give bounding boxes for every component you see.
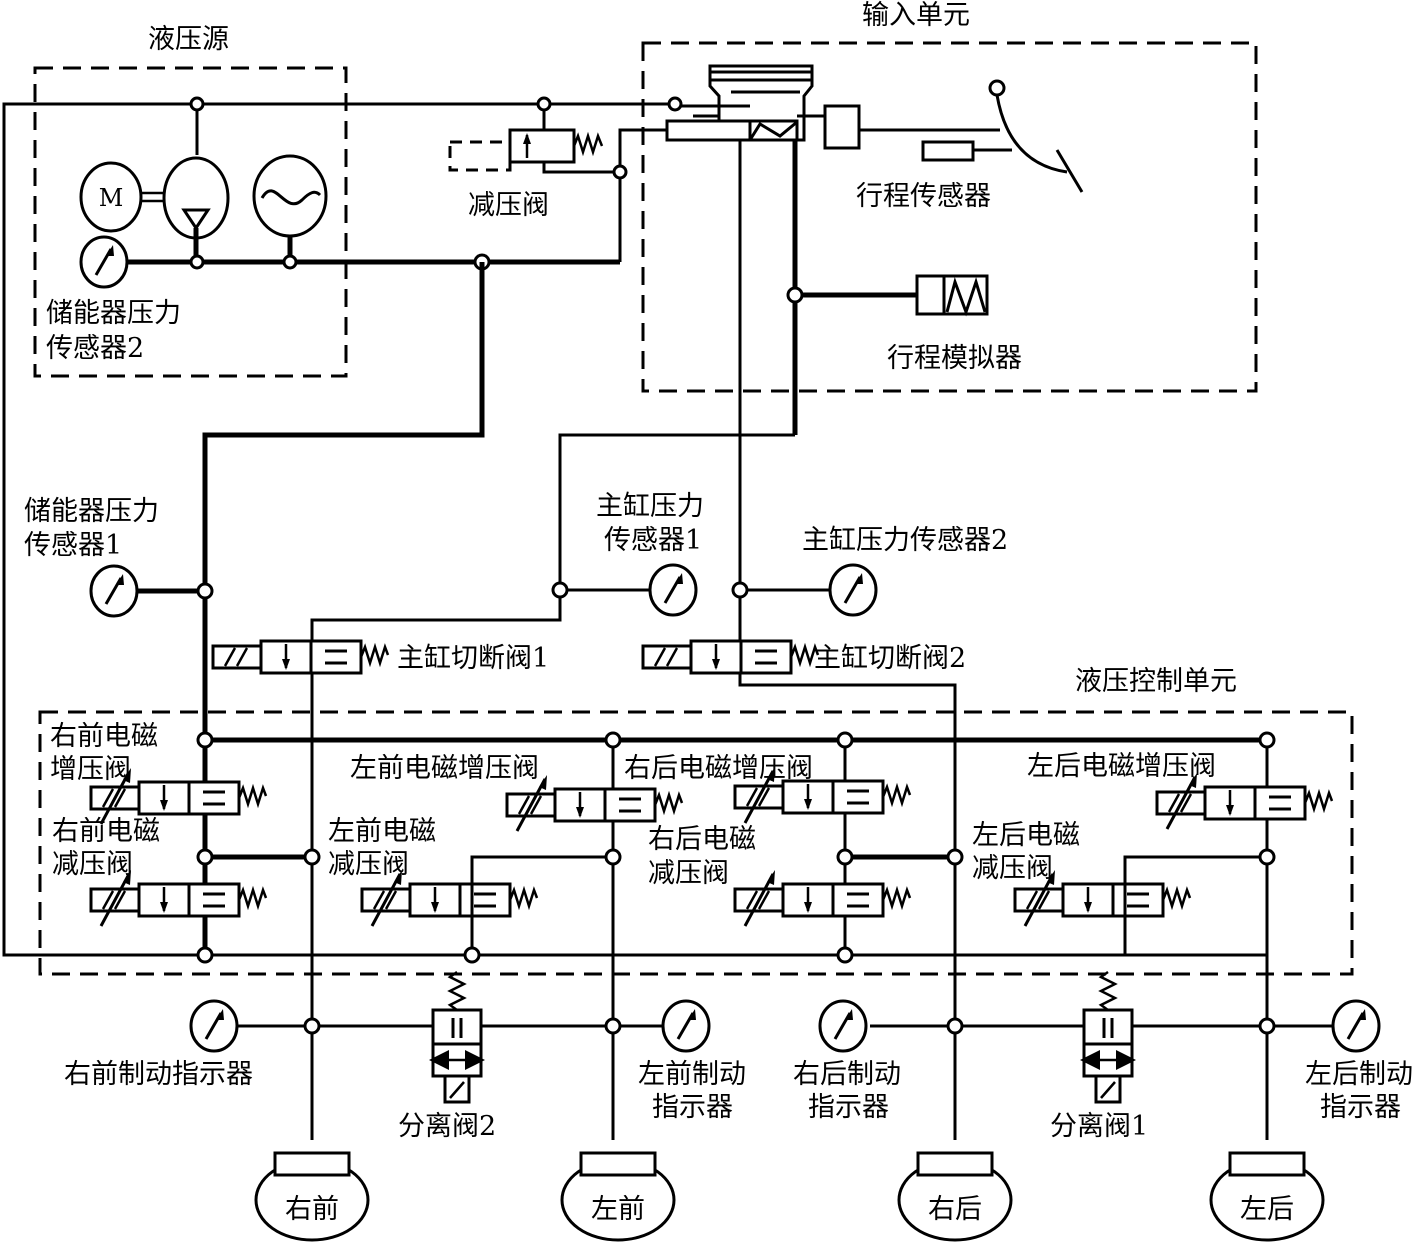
master-pressure-sensor-2-icon xyxy=(828,563,878,617)
lf-outlet-valve-label-l2: 减压阀 xyxy=(328,849,409,880)
isolation-valve-1-label: 分离阀1 xyxy=(1050,1111,1148,1142)
lr-outlet-valve-label-l2: 减压阀 xyxy=(972,853,1053,884)
rf-outlet-valve-label-l1: 右前电磁 xyxy=(52,816,160,847)
rr-brake-indicator-label-l2: 指示器 xyxy=(808,1092,889,1123)
rr-outlet-valve xyxy=(735,870,910,926)
hydraulic-control-unit-title: 液压控制单元 xyxy=(1075,666,1237,697)
wheel-label: 左前 xyxy=(591,1194,645,1225)
brake-pedal: 行程传感器 xyxy=(856,79,1084,212)
rr-inlet-valve-label: 右后电磁增压阀 xyxy=(624,753,813,784)
accumulator-sensor-2-label-l2: 传感器2 xyxy=(46,333,144,364)
isolation-valve-1 xyxy=(1084,972,1132,1102)
lf-brake-indicator-label-l2: 指示器 xyxy=(652,1092,733,1123)
wheel-label: 右前 xyxy=(285,1194,339,1225)
lf-outlet-valve-label-l1: 左前电磁 xyxy=(328,816,436,847)
travel-sensor-label: 行程传感器 xyxy=(856,181,991,212)
master-cutoff-valve-2 xyxy=(641,639,820,675)
hydraulic-source-title: 液压源 xyxy=(148,24,229,55)
master-pressure-sensor-1-icon xyxy=(648,563,698,617)
wheel-left-rear: 左后 xyxy=(1209,1151,1325,1242)
rr-brake-indicator-icon xyxy=(818,999,868,1053)
travel-simulator-label: 行程模拟器 xyxy=(887,343,1022,374)
master-cylinder xyxy=(665,64,1000,150)
rf-outlet-valve-label-l2: 减压阀 xyxy=(52,849,133,880)
accumulator-pressure-sensor-2-icon xyxy=(79,235,129,289)
input-unit-boundary xyxy=(641,41,1258,393)
junction-nodes xyxy=(189,96,804,304)
wheel-right-front: 右前 xyxy=(254,1151,370,1242)
rr-brake-indicator-label-l1: 右后制动 xyxy=(793,1059,901,1090)
isolation-valve-2 xyxy=(433,972,481,1102)
accumulator-sensor-1-label-l2: 传感器1 xyxy=(24,530,122,561)
lf-brake-indicator-icon xyxy=(661,999,711,1053)
lr-brake-indicator-label-l2: 指示器 xyxy=(1320,1092,1401,1123)
lr-outlet-valve-label-l1: 左后电磁 xyxy=(972,820,1080,851)
hydraulic-source: M 储能器压力 传感器2 xyxy=(46,104,622,364)
rr-outlet-valve-label-l1: 右后电磁 xyxy=(648,824,756,855)
accumulator-pressure-sensor-1-icon xyxy=(89,564,139,618)
wheel-label: 左后 xyxy=(1240,1194,1294,1225)
master-sensor-1-label-l2: 传感器1 xyxy=(604,525,702,556)
accumulator-supply-line xyxy=(202,262,485,955)
wheel-right-rear: 右后 xyxy=(897,1151,1013,1242)
master-circuit-2 xyxy=(738,140,957,1140)
lr-brake-indicator-icon xyxy=(1331,999,1381,1053)
rf-inlet-valve-label-l1: 右前电磁 xyxy=(50,721,158,752)
master-sensor-1-label-l1: 主缸压力 xyxy=(596,491,704,522)
master-sensor-2-label: 主缸压力传感器2 xyxy=(802,525,1008,556)
lf-inlet-valve-label: 左前电磁增压阀 xyxy=(350,753,539,784)
travel-simulator: 行程模拟器 xyxy=(792,140,1022,435)
hydraulic-control-unit-boundary xyxy=(38,710,1354,976)
pressure-reducing-valve-label: 减压阀 xyxy=(468,190,549,221)
travel-sensor-icon xyxy=(921,140,975,162)
lr-brake-indicator-label-l1: 左后制动 xyxy=(1305,1059,1413,1090)
rr-outlet-valve-label-l2: 减压阀 xyxy=(648,858,729,889)
rf-brake-indicator-icon xyxy=(189,999,239,1053)
master-cutoff-valve-1 xyxy=(211,639,390,675)
return-line xyxy=(2,102,1267,957)
isolation-valve-2-label: 分离阀2 xyxy=(398,1111,496,1142)
rf-inlet-valve-label-l2: 增压阀 xyxy=(50,754,131,785)
pressure-reducing-valve: 减压阀 xyxy=(448,104,668,221)
wheel-label: 右后 xyxy=(928,1194,982,1225)
hcu-junction-nodes xyxy=(196,731,1276,964)
master-cutoff-valve-1-label: 主缸切断阀1 xyxy=(397,643,549,674)
master-cutoff-valve-2-label: 主缸切断阀2 xyxy=(814,643,966,674)
hydraulic-source-boundary xyxy=(33,66,348,378)
accumulator-sensor-2-label-l1: 储能器压力 xyxy=(46,298,181,329)
accumulator-sensor-1-label-l1: 储能器压力 xyxy=(24,496,159,527)
input-unit-title: 输入单元 xyxy=(862,0,970,31)
rf-brake-indicator-label: 右前制动指示器 xyxy=(64,1059,253,1090)
lf-brake-indicator-label-l1: 左前制动 xyxy=(638,1059,746,1090)
master-circuit-1 xyxy=(310,433,795,1140)
motor-icon xyxy=(79,161,143,233)
lr-inlet-valve-label: 左后电磁增压阀 xyxy=(1027,751,1216,782)
wheel-left-front: 左前 xyxy=(560,1151,676,1242)
motor-label: M xyxy=(99,184,124,212)
